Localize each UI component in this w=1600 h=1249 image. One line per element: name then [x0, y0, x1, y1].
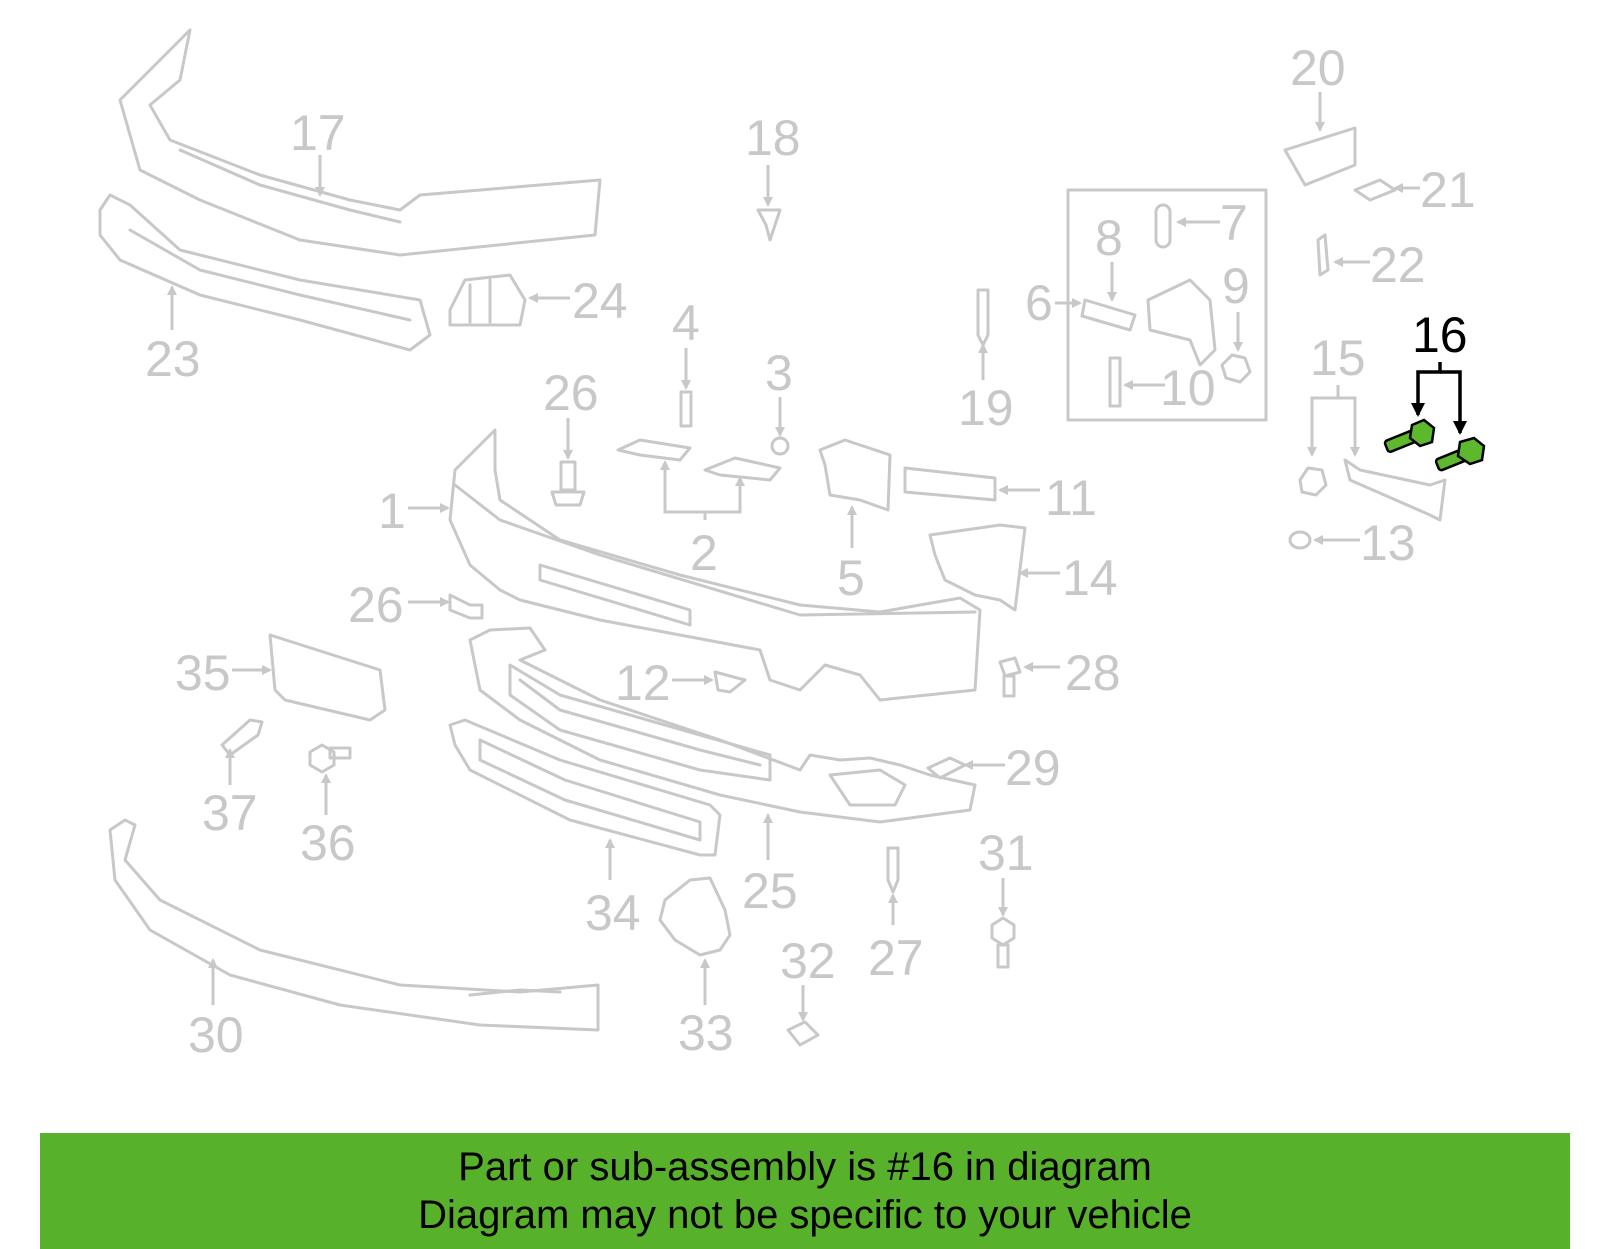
- part-18-clip: [756, 208, 782, 242]
- part-12-clip: [713, 670, 747, 694]
- part-9-nut: [1220, 353, 1252, 384]
- part-27-pin: [886, 846, 900, 894]
- label-14: 14: [1062, 550, 1118, 606]
- label-25: 25: [742, 863, 798, 919]
- label-18: 18: [745, 110, 801, 166]
- label-30: 30: [188, 1007, 244, 1063]
- label-23: 23: [145, 331, 201, 387]
- label-19: 19: [958, 380, 1014, 436]
- label-17: 17: [290, 105, 346, 161]
- part-2-brackets: [616, 438, 782, 482]
- part-36-bolt: [308, 743, 352, 774]
- label-6: 6: [1025, 275, 1053, 331]
- part-17-reinforcement: [118, 28, 602, 257]
- part-6-bracket: [1146, 278, 1217, 367]
- label-26-lower: 26: [348, 577, 404, 633]
- part-30-valance: [108, 818, 600, 1032]
- part-31-bolt: [990, 916, 1016, 969]
- label-35: 35: [175, 645, 231, 701]
- label-7: 7: [1220, 195, 1248, 251]
- label-4: 4: [672, 295, 700, 351]
- label-37: 37: [202, 785, 258, 841]
- part-28-bolt: [998, 656, 1022, 698]
- part-23-absorber: [98, 193, 432, 352]
- part-37-pin: [220, 718, 264, 757]
- part-32-clip: [786, 1020, 820, 1047]
- label-36: 36: [300, 815, 356, 871]
- part-26-bolt-lower: [448, 593, 484, 620]
- label-1: 1: [378, 483, 406, 539]
- part-20-bracket: [1283, 126, 1357, 187]
- part-5-bracket: [818, 438, 892, 512]
- part-11-bracket: [903, 466, 997, 502]
- part-35-plate: [268, 633, 387, 722]
- footer-line-2: Diagram may not be specific to your vehi…: [418, 1193, 1192, 1237]
- label-9: 9: [1222, 258, 1250, 314]
- highlight-info-banner: Part or sub-assembly is #16 in diagram D…: [40, 1133, 1570, 1249]
- part-22-pin: [1316, 233, 1330, 277]
- part-13-washer: [1288, 530, 1312, 550]
- part-3-clip: [770, 436, 790, 456]
- part-25-grille: [468, 626, 977, 824]
- parts-diagram: 17 23 24 18 7 8 6 9 10: [98, 28, 1486, 1063]
- label-28: 28: [1065, 645, 1121, 701]
- part-8-strip: [1080, 298, 1137, 332]
- part-14-bracket: [928, 523, 1027, 612]
- label-32: 32: [780, 933, 836, 989]
- part-33-fog-lamp: [658, 876, 732, 957]
- label-21: 21: [1420, 162, 1476, 218]
- label-12: 12: [615, 655, 671, 711]
- part-34-lower-grille: [448, 718, 722, 857]
- label-10: 10: [1160, 360, 1216, 416]
- group-6-10-box: [1066, 188, 1268, 422]
- label-34: 34: [585, 885, 641, 941]
- part-7-pin: [1154, 203, 1172, 249]
- part-26-bolt-upper: [550, 460, 586, 507]
- label-27: 27: [868, 930, 924, 986]
- part-4-pin: [679, 390, 693, 428]
- part-19-pin: [976, 288, 990, 347]
- label-24: 24: [572, 273, 628, 329]
- label-16: 16: [1412, 307, 1468, 363]
- label-20: 20: [1290, 40, 1346, 96]
- part-15-nut: [1298, 466, 1328, 497]
- label-5: 5: [837, 550, 865, 606]
- label-15: 15: [1310, 330, 1366, 386]
- part-16-bolt-a: [1383, 418, 1436, 454]
- part-10-bolt: [1108, 356, 1122, 408]
- label-29: 29: [1005, 740, 1061, 796]
- part-21-clip: [1353, 178, 1397, 202]
- part-15-bracket: [1343, 458, 1447, 522]
- label-11: 11: [1045, 470, 1097, 526]
- label-31: 31: [978, 825, 1034, 881]
- label-26-upper: 26: [543, 365, 599, 421]
- label-3: 3: [765, 345, 793, 401]
- part-1-bumper: [448, 428, 982, 702]
- part-16-bolt-b: [1434, 436, 1486, 472]
- label-13: 13: [1360, 515, 1416, 571]
- label-33: 33: [678, 1005, 734, 1061]
- footer-line-1: Part or sub-assembly is #16 in diagram: [458, 1145, 1152, 1189]
- label-22: 22: [1370, 237, 1426, 293]
- label-2: 2: [690, 525, 718, 581]
- label-8: 8: [1095, 210, 1123, 266]
- part-24-bracket: [448, 273, 527, 327]
